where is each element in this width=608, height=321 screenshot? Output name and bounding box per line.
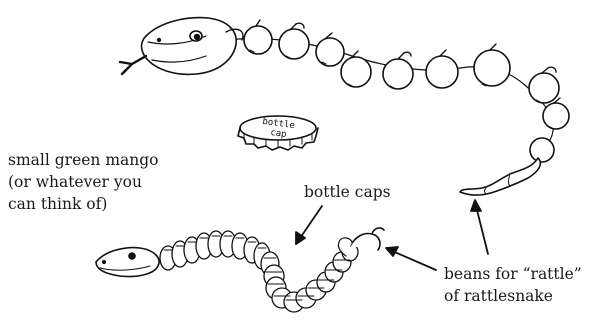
bottle-caps-label: bottle caps bbox=[304, 182, 391, 202]
mango-snake bbox=[120, 18, 569, 195]
beans-label-line-2: of rattlesnake bbox=[444, 286, 553, 306]
bead bbox=[244, 26, 272, 54]
bead bbox=[530, 138, 554, 162]
mango-label-line-3: can think of) bbox=[8, 194, 107, 214]
bead bbox=[474, 50, 510, 86]
beans-label-line-1: beans for “rattle” bbox=[444, 264, 582, 284]
bottlecap-snake bbox=[96, 228, 384, 312]
bean-rattle bbox=[460, 158, 540, 195]
bead-chain bbox=[244, 26, 569, 162]
cap-stack bbox=[160, 231, 358, 312]
snake-tongue bbox=[120, 56, 146, 74]
bead bbox=[341, 57, 371, 87]
callout-arrows bbox=[296, 200, 488, 270]
cap-snake-rattle bbox=[350, 228, 384, 250]
bead bbox=[279, 29, 309, 59]
bead bbox=[426, 56, 458, 88]
mango-label-line-2: (or whatever you bbox=[8, 172, 142, 192]
bead bbox=[316, 38, 344, 66]
mango-label-line-1: small green mango bbox=[8, 150, 159, 170]
mango-head bbox=[142, 18, 237, 75]
bead bbox=[383, 59, 413, 89]
bead bbox=[529, 73, 559, 103]
bead bbox=[543, 103, 569, 129]
